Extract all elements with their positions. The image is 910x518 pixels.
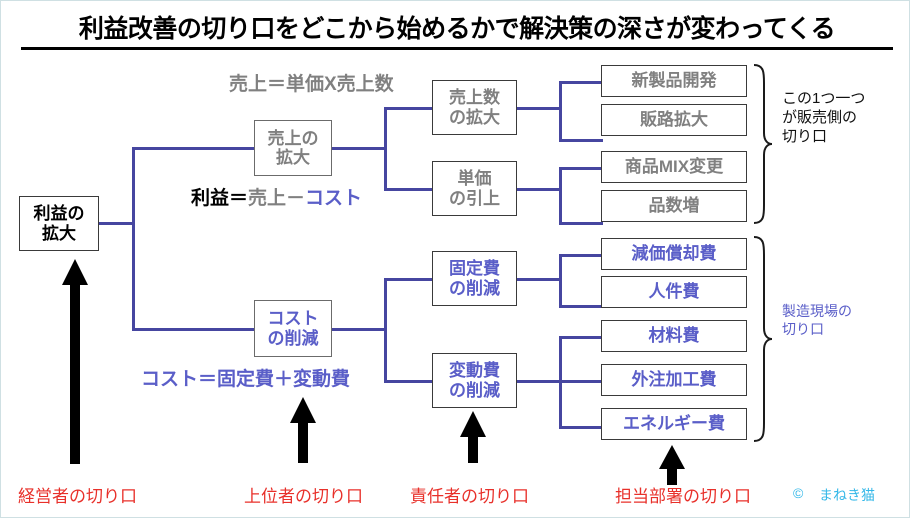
credit-name: まねき猫 xyxy=(819,487,875,503)
annotation-sales-side: この1つ一つ が販売側の 切り口 xyxy=(782,90,866,146)
connector-root-to-cost xyxy=(132,328,255,331)
connector-sales-stub xyxy=(331,147,387,150)
arrow-responsible-person xyxy=(460,411,486,463)
credit-symbol: © xyxy=(793,485,804,501)
leaf-material-cost[interactable]: 材料費 xyxy=(601,320,747,352)
connector-variable-to-leaf-2 xyxy=(559,426,603,429)
connector-fixed-to-leaf-1 xyxy=(559,305,603,308)
leaf-energy-cost[interactable]: エネルギー費 xyxy=(601,408,747,440)
connector-cost-stub xyxy=(331,328,387,331)
node-variable-cost-reduction[interactable]: 変動費 の削減 xyxy=(432,353,517,408)
connector-price-stub xyxy=(517,188,562,191)
connector-variable-to-leaf-1 xyxy=(559,380,603,383)
arrow-department xyxy=(659,445,685,485)
connector-price-to-leaf-1 xyxy=(559,222,603,225)
node-sales-growth[interactable]: 売上の 拡大 xyxy=(254,120,332,176)
annotation-factory-side: 製造現場の 切り口 xyxy=(782,303,852,337)
caption-senior-manager: 上位者の切り口 xyxy=(244,487,363,506)
connector-cost-to-fixed xyxy=(384,278,433,281)
leaf-new-product-development[interactable]: 新製品開発 xyxy=(601,65,747,97)
brace-cost-group xyxy=(753,236,773,442)
formula-profit-part2: 売上－ xyxy=(248,188,306,209)
arrow-executive xyxy=(62,259,88,464)
connector-variable-to-leaf-0 xyxy=(559,336,603,339)
connector-sales-spine xyxy=(384,107,387,191)
formula-profit-part1: 利益＝ xyxy=(191,188,249,209)
connector-cost-to-variable xyxy=(384,380,433,383)
formula-cost: コスト＝固定費＋変動費 xyxy=(141,369,351,390)
connector-fixed-spine xyxy=(559,254,562,308)
connector-root-to-sales xyxy=(132,147,255,150)
connector-cost-spine xyxy=(384,278,387,383)
leaf-item-count-increase[interactable]: 品数増 xyxy=(601,190,747,222)
formula-sales: 売上＝単価X売上数 xyxy=(229,74,394,95)
leaf-channel-expansion[interactable]: 販路拡大 xyxy=(601,104,747,136)
node-fixed-cost-reduction[interactable]: 固定費 の削減 xyxy=(432,251,517,306)
connector-sales-to-price xyxy=(384,188,433,191)
connector-volume-stub xyxy=(517,107,562,110)
connector-volume-to-leaf-1 xyxy=(559,139,603,142)
brace-sales-group xyxy=(753,64,773,224)
connector-price-spine xyxy=(559,167,562,225)
leaf-depreciation-expense[interactable]: 減価償却費 xyxy=(601,238,747,270)
connector-fixed-stub xyxy=(517,278,562,281)
connector-variable-stub xyxy=(517,380,562,383)
node-cost-reduction[interactable]: コスト の削減 xyxy=(254,300,332,357)
connector-price-to-leaf-0 xyxy=(559,167,603,170)
leaf-outsourcing-processing-cost[interactable]: 外注加工費 xyxy=(601,364,747,396)
leaf-labor-cost[interactable]: 人件費 xyxy=(601,276,747,308)
connector-volume-to-leaf-0 xyxy=(559,81,603,84)
caption-department: 担当部署の切り口 xyxy=(615,487,751,506)
connector-volume-spine xyxy=(559,81,562,142)
title-underline xyxy=(21,47,893,50)
caption-responsible-person: 責任者の切り口 xyxy=(410,487,529,506)
node-root-profit-growth[interactable]: 利益の 拡大 xyxy=(19,196,99,251)
node-unit-price-raise[interactable]: 単価 の引上 xyxy=(432,161,517,216)
page-title: 利益改善の切り口をどこから始めるかで解決策の深さが変わってくる xyxy=(78,15,836,43)
formula-profit: 利益＝売上－コスト xyxy=(191,183,362,210)
connector-sales-to-volume xyxy=(384,107,433,110)
formula-profit-part3: コスト xyxy=(305,188,363,209)
node-sales-volume-growth[interactable]: 売上数 の拡大 xyxy=(432,80,517,135)
connector-root-spine xyxy=(132,147,135,331)
leaf-product-mix-change[interactable]: 商品MIX変更 xyxy=(601,151,747,183)
connector-root-stub xyxy=(99,222,135,225)
connector-fixed-to-leaf-0 xyxy=(559,254,603,257)
arrow-senior-manager xyxy=(290,397,316,463)
caption-executive: 経営者の切り口 xyxy=(18,487,137,506)
